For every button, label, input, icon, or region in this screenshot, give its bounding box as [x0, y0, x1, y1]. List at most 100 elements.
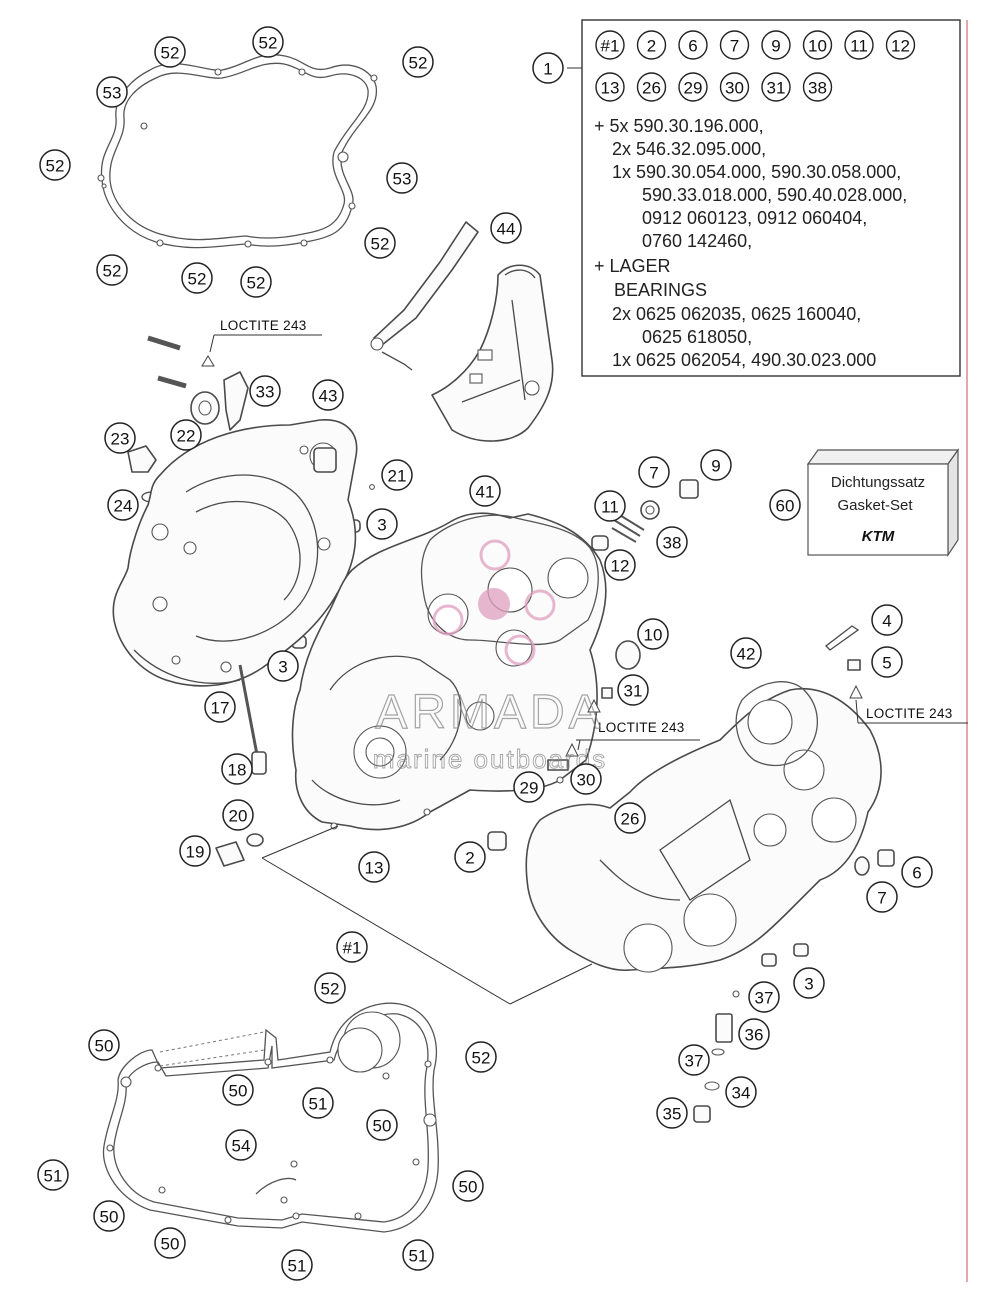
svg-text:50: 50 [161, 1235, 180, 1254]
callout-24: 24 [107, 489, 139, 521]
ktm-logo: KTM [862, 528, 895, 545]
svg-text:9: 9 [711, 457, 720, 476]
svg-text:29: 29 [684, 79, 703, 98]
note-line-4: 590.33.018.000, 590.40.028.000, [642, 185, 907, 205]
callout-50: 50 [452, 1170, 484, 1202]
svg-text:12: 12 [611, 557, 630, 576]
svg-text:52: 52 [321, 980, 340, 999]
svg-text:9: 9 [771, 37, 780, 56]
gasket-41 [420, 514, 599, 646]
callout-60: 60 [769, 489, 801, 521]
svg-text:51: 51 [44, 1167, 63, 1186]
callout-37: 37 [678, 1044, 710, 1076]
svg-text:11: 11 [601, 498, 619, 517]
callout-52: 52 [465, 1041, 497, 1073]
svg-text:5: 5 [882, 654, 891, 673]
callout-51: 51 [281, 1249, 313, 1281]
svg-text:50: 50 [229, 1082, 248, 1101]
callout-43: 43 [312, 379, 344, 411]
svg-text:60: 60 [776, 497, 795, 516]
svg-text:30: 30 [725, 79, 744, 98]
callout-36: 36 [738, 1018, 770, 1050]
svg-text:26: 26 [621, 810, 640, 829]
svg-text:3: 3 [377, 516, 386, 535]
note-line-1: + 5x 590.30.196.000, [594, 116, 764, 136]
clutch-cover [112, 419, 358, 687]
callout-13: 13 [358, 851, 390, 883]
callout-7: 7 [638, 456, 670, 488]
svg-text:51: 51 [309, 1095, 328, 1114]
svg-text:33: 33 [256, 383, 275, 402]
callout-30: 30 [570, 763, 602, 795]
note-line-3: 1x 590.30.054.000, 590.30.058.000, [612, 162, 901, 182]
callout-51: 51 [402, 1239, 434, 1271]
callout-h1: #1 [336, 931, 368, 963]
callout-52: 52 [314, 972, 346, 1004]
watermark-subtitle: marine outboards [373, 744, 607, 774]
svg-text:52: 52 [46, 157, 65, 176]
callout-7: 7 [866, 881, 898, 913]
svg-text:7: 7 [877, 889, 886, 908]
svg-text:50: 50 [373, 1117, 392, 1136]
gasket-holes-top [97, 68, 378, 248]
svg-text:17: 17 [211, 699, 230, 718]
header-ref-12: 12 [885, 30, 916, 60]
callout-54: 54 [225, 1129, 257, 1161]
svg-text:52: 52 [247, 274, 266, 293]
svg-text:54: 54 [232, 1137, 251, 1156]
clutch-cover-gasket [100, 54, 378, 249]
callout-52: 52 [154, 36, 186, 68]
loctite-label-2: LOCTITE 243 [598, 720, 685, 735]
svg-text:35: 35 [663, 1105, 682, 1124]
svg-text:7: 7 [730, 37, 739, 56]
callout-50: 50 [93, 1200, 125, 1232]
svg-text:19: 19 [186, 843, 205, 862]
callout-52: 52 [181, 262, 213, 294]
note-line-9: 2x 0625 062035, 0625 160040, [612, 304, 861, 324]
header-ref-30: 30 [719, 72, 750, 102]
svg-text:23: 23 [111, 430, 130, 449]
washer-20 [246, 833, 264, 847]
svg-text:52: 52 [409, 54, 428, 73]
note-line-6: 0760 142460, [642, 231, 752, 251]
watermark-title: ARMADA [375, 686, 604, 739]
callout-52: 52 [364, 227, 396, 259]
callout-52: 52 [402, 46, 434, 78]
callout-17: 17 [204, 691, 236, 723]
header-ref-31: 31 [761, 72, 791, 102]
svg-text:29: 29 [520, 779, 539, 798]
svg-text:22: 22 [177, 427, 196, 446]
svg-text:2: 2 [465, 849, 474, 868]
svg-text:3: 3 [278, 658, 287, 677]
svg-text:21: 21 [388, 467, 407, 486]
callout-18: 18 [221, 753, 253, 785]
gasket-42 [735, 681, 819, 767]
gasket-set-line-2: Gasket-Set [837, 497, 913, 514]
right-crankcase [525, 688, 882, 973]
bolt-18 [251, 751, 267, 775]
svg-text:20: 20 [229, 807, 248, 826]
svg-text:41: 41 [476, 483, 495, 502]
note-line-5: 0912 060123, 0912 060404, [642, 208, 867, 228]
callout-3: 3 [267, 650, 299, 682]
callout-22: 22 [170, 419, 202, 451]
callout-3: 3 [366, 508, 398, 540]
header-ref-9: 9 [761, 30, 791, 60]
callout-9: 9 [700, 449, 732, 481]
callout-50: 50 [88, 1029, 120, 1061]
svg-text:31: 31 [624, 682, 643, 701]
callout-52: 52 [96, 254, 128, 286]
svg-text:30: 30 [577, 771, 596, 790]
header-ref-2: 2 [636, 30, 667, 60]
svg-text:7: 7 [649, 464, 658, 483]
callout-21: 21 [381, 459, 413, 491]
loctite-tags: LOCTITE 243 LOCTITE 243 LOCTITE 243 [209, 318, 968, 751]
svg-text:24: 24 [114, 497, 133, 516]
svg-text:2: 2 [647, 37, 656, 56]
svg-text:#1: #1 [343, 939, 362, 958]
callout-44: 44 [490, 212, 522, 244]
svg-text:31: 31 [767, 79, 786, 98]
